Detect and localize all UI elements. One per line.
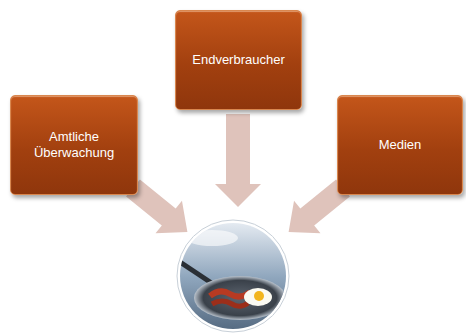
box-label: Endverbraucher [192, 52, 285, 68]
food-photo [175, 220, 295, 333]
box-label: Amtliche Überwachung [19, 129, 129, 160]
consumer-box: Endverbraucher [175, 10, 302, 110]
box-label: Medien [379, 137, 422, 153]
authority-box: Amtliche Überwachung [10, 95, 138, 195]
media-box: Medien [337, 95, 463, 195]
